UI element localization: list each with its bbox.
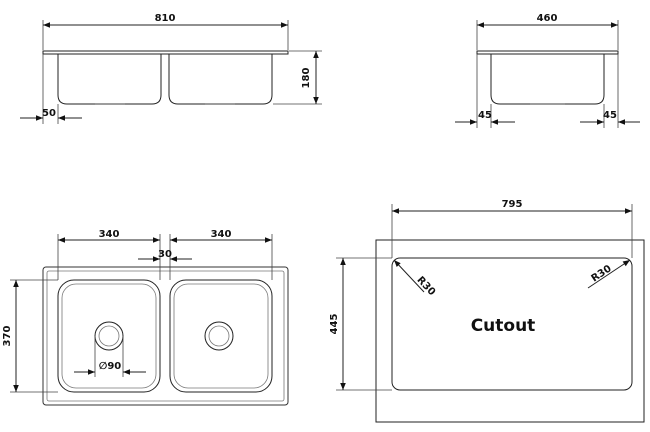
side-view: 460 45 45 [455,13,640,128]
top-divider-label: 30 [158,249,172,260]
cutout-radius-left-label: R30 [414,275,437,298]
top-view-outer-rim [42,266,289,406]
cutout-height-label: 445 [329,314,340,335]
top-drain-label: ∅90 [99,361,122,372]
cutout-view: 795 445 R30 R30 Cutout [329,199,645,423]
top-view: 340 340 30 370 ∅90 [2,229,289,406]
top-left-bowl-label: 340 [99,229,120,240]
cutout-radius-right-leader [587,259,631,289]
cutout-radius-left-leader [393,259,425,293]
right-drain [204,321,234,351]
side-width-label: 460 [537,13,558,24]
side-view-bowl [490,54,605,105]
cutout-countertop [375,239,645,423]
front-view: 810 180 50 [20,13,322,124]
top-view-right-bowl [169,279,273,393]
top-depth-label: 370 [2,326,13,347]
front-width-label: 810 [155,13,176,24]
cutout-radius-right-label: R30 [590,263,614,284]
front-height-label: 180 [301,68,312,89]
side-view-rim [476,50,619,55]
side-left-flange-label: 45 [478,110,492,121]
front-view-left-bowl [57,54,162,105]
top-right-bowl-label: 340 [211,229,232,240]
front-view-right-bowl [168,54,273,105]
cutout-opening [391,257,633,391]
side-right-flange-label: 45 [603,110,617,121]
front-flange-label: 50 [42,108,56,119]
cutout-title: Cutout [471,316,536,336]
cutout-width-label: 795 [502,199,523,210]
front-view-rim [42,50,289,55]
top-view-left-bowl [57,279,161,393]
